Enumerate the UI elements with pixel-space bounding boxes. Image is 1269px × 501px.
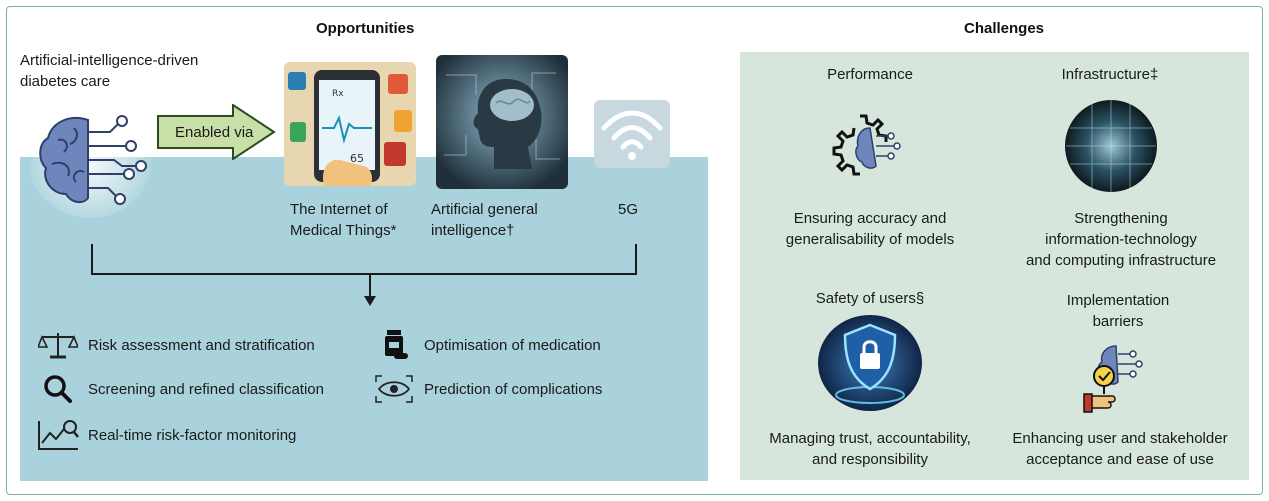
enabler-5g-caption: 5G [618, 201, 639, 218]
challenge-performance-title: Performance [827, 66, 913, 83]
intro-line-1: Artificial-intelligence-driven [20, 52, 199, 69]
magnifier-icon [36, 374, 80, 404]
opportunities-panel [20, 157, 708, 481]
enabler-agi-caption: Artificial general intelligence† [431, 201, 538, 239]
challenge-infrastructure-title: Infrastructure‡ [1061, 66, 1159, 83]
outcome-complications: Prediction of complications [372, 374, 602, 404]
outcome-label: Screening and refined classification [88, 380, 324, 398]
intro-line-2: diabetes care [20, 73, 111, 90]
challenges-panel [740, 52, 1249, 480]
medication-bottle-icon [372, 330, 416, 360]
iomt-phone-icon: Rx 65 [284, 62, 416, 186]
hand-brain-check-icon [1083, 345, 1143, 413]
outcome-label: Prediction of complications [424, 380, 603, 398]
challenge-implementation-title: Implementation barriers [1066, 292, 1170, 330]
outcome-risk-assessment: Risk assessment and stratification [36, 330, 315, 360]
outcome-label: Risk assessment and stratification [88, 336, 315, 354]
connector-bracket [91, 244, 637, 306]
scales-icon [36, 330, 80, 360]
svg-text:Rx: Rx [332, 89, 344, 99]
figure-frame [6, 6, 1263, 495]
intro-text: Artificial-intelligence-driven diabetes … [20, 50, 198, 92]
outcome-label: Optimisation of medication [424, 336, 601, 354]
eye-scan-icon [372, 374, 416, 404]
challenge-infrastructure-desc: Strengthening information-technology and… [1025, 210, 1217, 269]
gear-brain-icon [832, 114, 901, 176]
agi-head-icon [436, 55, 568, 189]
opportunities-heading: Opportunities [316, 20, 415, 37]
outcome-monitoring: Real-time risk-factor monitoring [36, 420, 296, 450]
challenge-implementation-desc: Enhancing user and stakeholder acceptanc… [1012, 430, 1228, 468]
challenge-safety-desc: Managing trust, accountability, and resp… [769, 430, 971, 468]
outcome-screening: Screening and refined classification [36, 374, 324, 404]
arrow-label: Enabled via [175, 124, 254, 141]
wifi-5g-icon [594, 100, 670, 168]
challenge-safety-title: Safety of users§ [815, 290, 925, 307]
ai-brain-icon [30, 102, 152, 218]
enabler-iomt-caption: The Internet of Medical Things* [290, 201, 397, 239]
svg-text:65: 65 [350, 152, 364, 165]
challenges-heading: Challenges [964, 20, 1045, 37]
challenge-performance-desc: Ensuring accuracy and generalisability o… [785, 210, 955, 248]
outcome-label: Real-time risk-factor monitoring [88, 426, 297, 444]
enabled-via-arrow [157, 104, 276, 160]
monitoring-chart-icon [36, 420, 80, 450]
outcome-medication: Optimisation of medication [372, 330, 601, 360]
data-globe-icon [1065, 100, 1157, 192]
shield-lock-icon [818, 315, 922, 411]
